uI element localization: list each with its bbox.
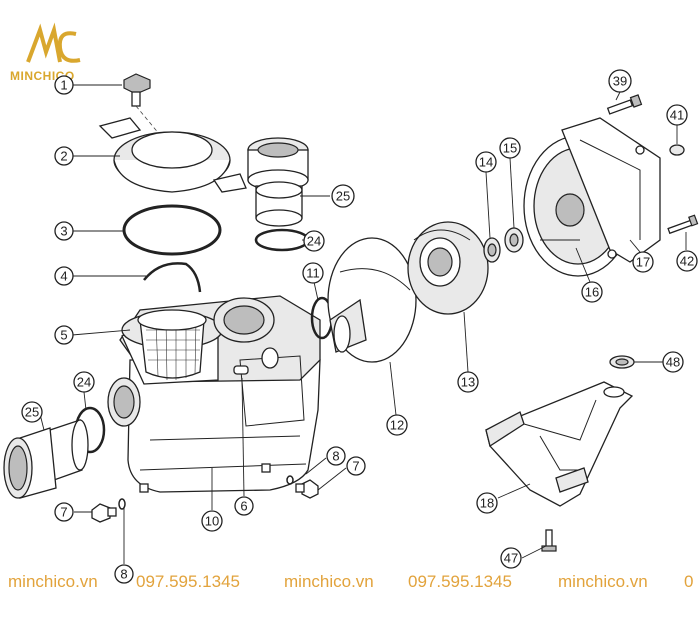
callout-42: 42: [676, 250, 698, 272]
callout-label: 24: [77, 375, 91, 390]
part-13-impeller: [407, 221, 489, 315]
part-2-lid: [98, 117, 247, 193]
callout-6: 6: [234, 496, 254, 516]
footer-website-1: minchico.vn: [8, 572, 98, 591]
part-1-knob: [123, 73, 151, 107]
callout-label: 18: [480, 496, 494, 511]
callout-label: 42: [680, 254, 694, 269]
minchico-logo: MINCHICO: [10, 22, 81, 83]
footer-watermark: minchico.vn 097.595.1345 minchico.vn 097…: [0, 568, 700, 598]
part-24-oring-top: [254, 228, 310, 252]
callout-label: 1: [60, 78, 67, 93]
callout-label: 6: [240, 499, 247, 514]
part-47-screw: [541, 529, 557, 552]
footer-fragment: 0: [684, 572, 694, 591]
callout-label: 24: [307, 234, 321, 249]
part-18-foot: [485, 381, 634, 507]
callout-label: 4: [60, 269, 67, 284]
part-4-clip: [143, 262, 202, 293]
callout-1: 1: [54, 75, 74, 95]
callout-label: 7: [60, 505, 67, 520]
part-14-seal: [483, 237, 501, 263]
callout-11: 11: [302, 262, 324, 284]
callout-14: 14: [475, 151, 497, 173]
callout-label: 25: [336, 189, 350, 204]
callout-25-front: 25: [21, 401, 43, 423]
callout-label: 10: [205, 514, 219, 529]
callout-label: 48: [666, 355, 680, 370]
callout-label: 47: [504, 551, 518, 566]
callout-17: 17: [632, 251, 654, 273]
callout-47: 47: [500, 547, 522, 569]
footer-website-2: minchico.vn: [284, 572, 374, 591]
part-39-bolt: [606, 94, 643, 115]
part-7-plug-right: [295, 479, 319, 499]
callout-2: 2: [54, 146, 74, 166]
callout-12: 12: [386, 414, 408, 436]
part-15-seal: [504, 227, 524, 253]
footer-website-3: minchico.vn: [558, 572, 648, 591]
callout-label: 5: [60, 328, 67, 343]
callout-7-left: 7: [54, 502, 74, 522]
callout-18: 18: [476, 492, 498, 514]
callout-label: 8: [120, 567, 127, 582]
callout-13: 13: [457, 371, 479, 393]
callout-label: 12: [390, 418, 404, 433]
part-7-plug-left: [91, 503, 117, 523]
part-3-oring: [122, 204, 222, 256]
callout-8-right: 8: [326, 446, 346, 466]
callout-10: 10: [201, 510, 223, 532]
callout-24-front: 24: [73, 371, 95, 393]
callout-25-top: 25: [331, 184, 355, 208]
leader-lines: [39, 84, 687, 564]
callout-3: 3: [54, 221, 74, 241]
part-25-union-front: [3, 419, 89, 499]
callout-label: 2: [60, 149, 67, 164]
callout-label: 7: [352, 459, 359, 474]
part-17-flange: [561, 117, 661, 263]
footer-phone-2: 097.595.1345: [408, 572, 512, 591]
part-42-bolt: [667, 214, 699, 235]
callout-4: 4: [54, 266, 74, 286]
callout-16: 16: [581, 281, 603, 303]
callout-8-left: 8: [114, 564, 134, 584]
callout-label: 15: [503, 141, 517, 156]
part-8-ring-right: [286, 475, 294, 485]
callout-label: 8: [332, 449, 339, 464]
callout-label: 16: [585, 285, 599, 300]
part-12-diffuser: [327, 237, 417, 363]
callout-label: 11: [306, 266, 320, 281]
callout-41: 41: [666, 104, 688, 126]
part-8-ring-left: [118, 498, 126, 510]
pump-body: [107, 295, 321, 493]
callout-7-right: 7: [346, 456, 366, 476]
part-48-cap: [609, 355, 635, 369]
callout-48: 48: [662, 351, 684, 373]
callout-label: 39: [613, 74, 627, 89]
part-25-union-top: [247, 137, 309, 227]
footer-phone-1: 097.595.1345: [136, 572, 240, 591]
callout-24-top: 24: [303, 230, 325, 252]
callout-label: 3: [60, 224, 67, 239]
callout-label: 41: [670, 108, 684, 123]
callout-5: 5: [54, 325, 74, 345]
callout-15: 15: [499, 137, 521, 159]
part-41-washer: [669, 144, 685, 156]
callout-39: 39: [608, 69, 632, 93]
callout-label: 13: [461, 375, 475, 390]
callout-label: 17: [636, 255, 650, 270]
callout-label: 14: [479, 155, 493, 170]
callout-label: 25: [25, 405, 39, 420]
